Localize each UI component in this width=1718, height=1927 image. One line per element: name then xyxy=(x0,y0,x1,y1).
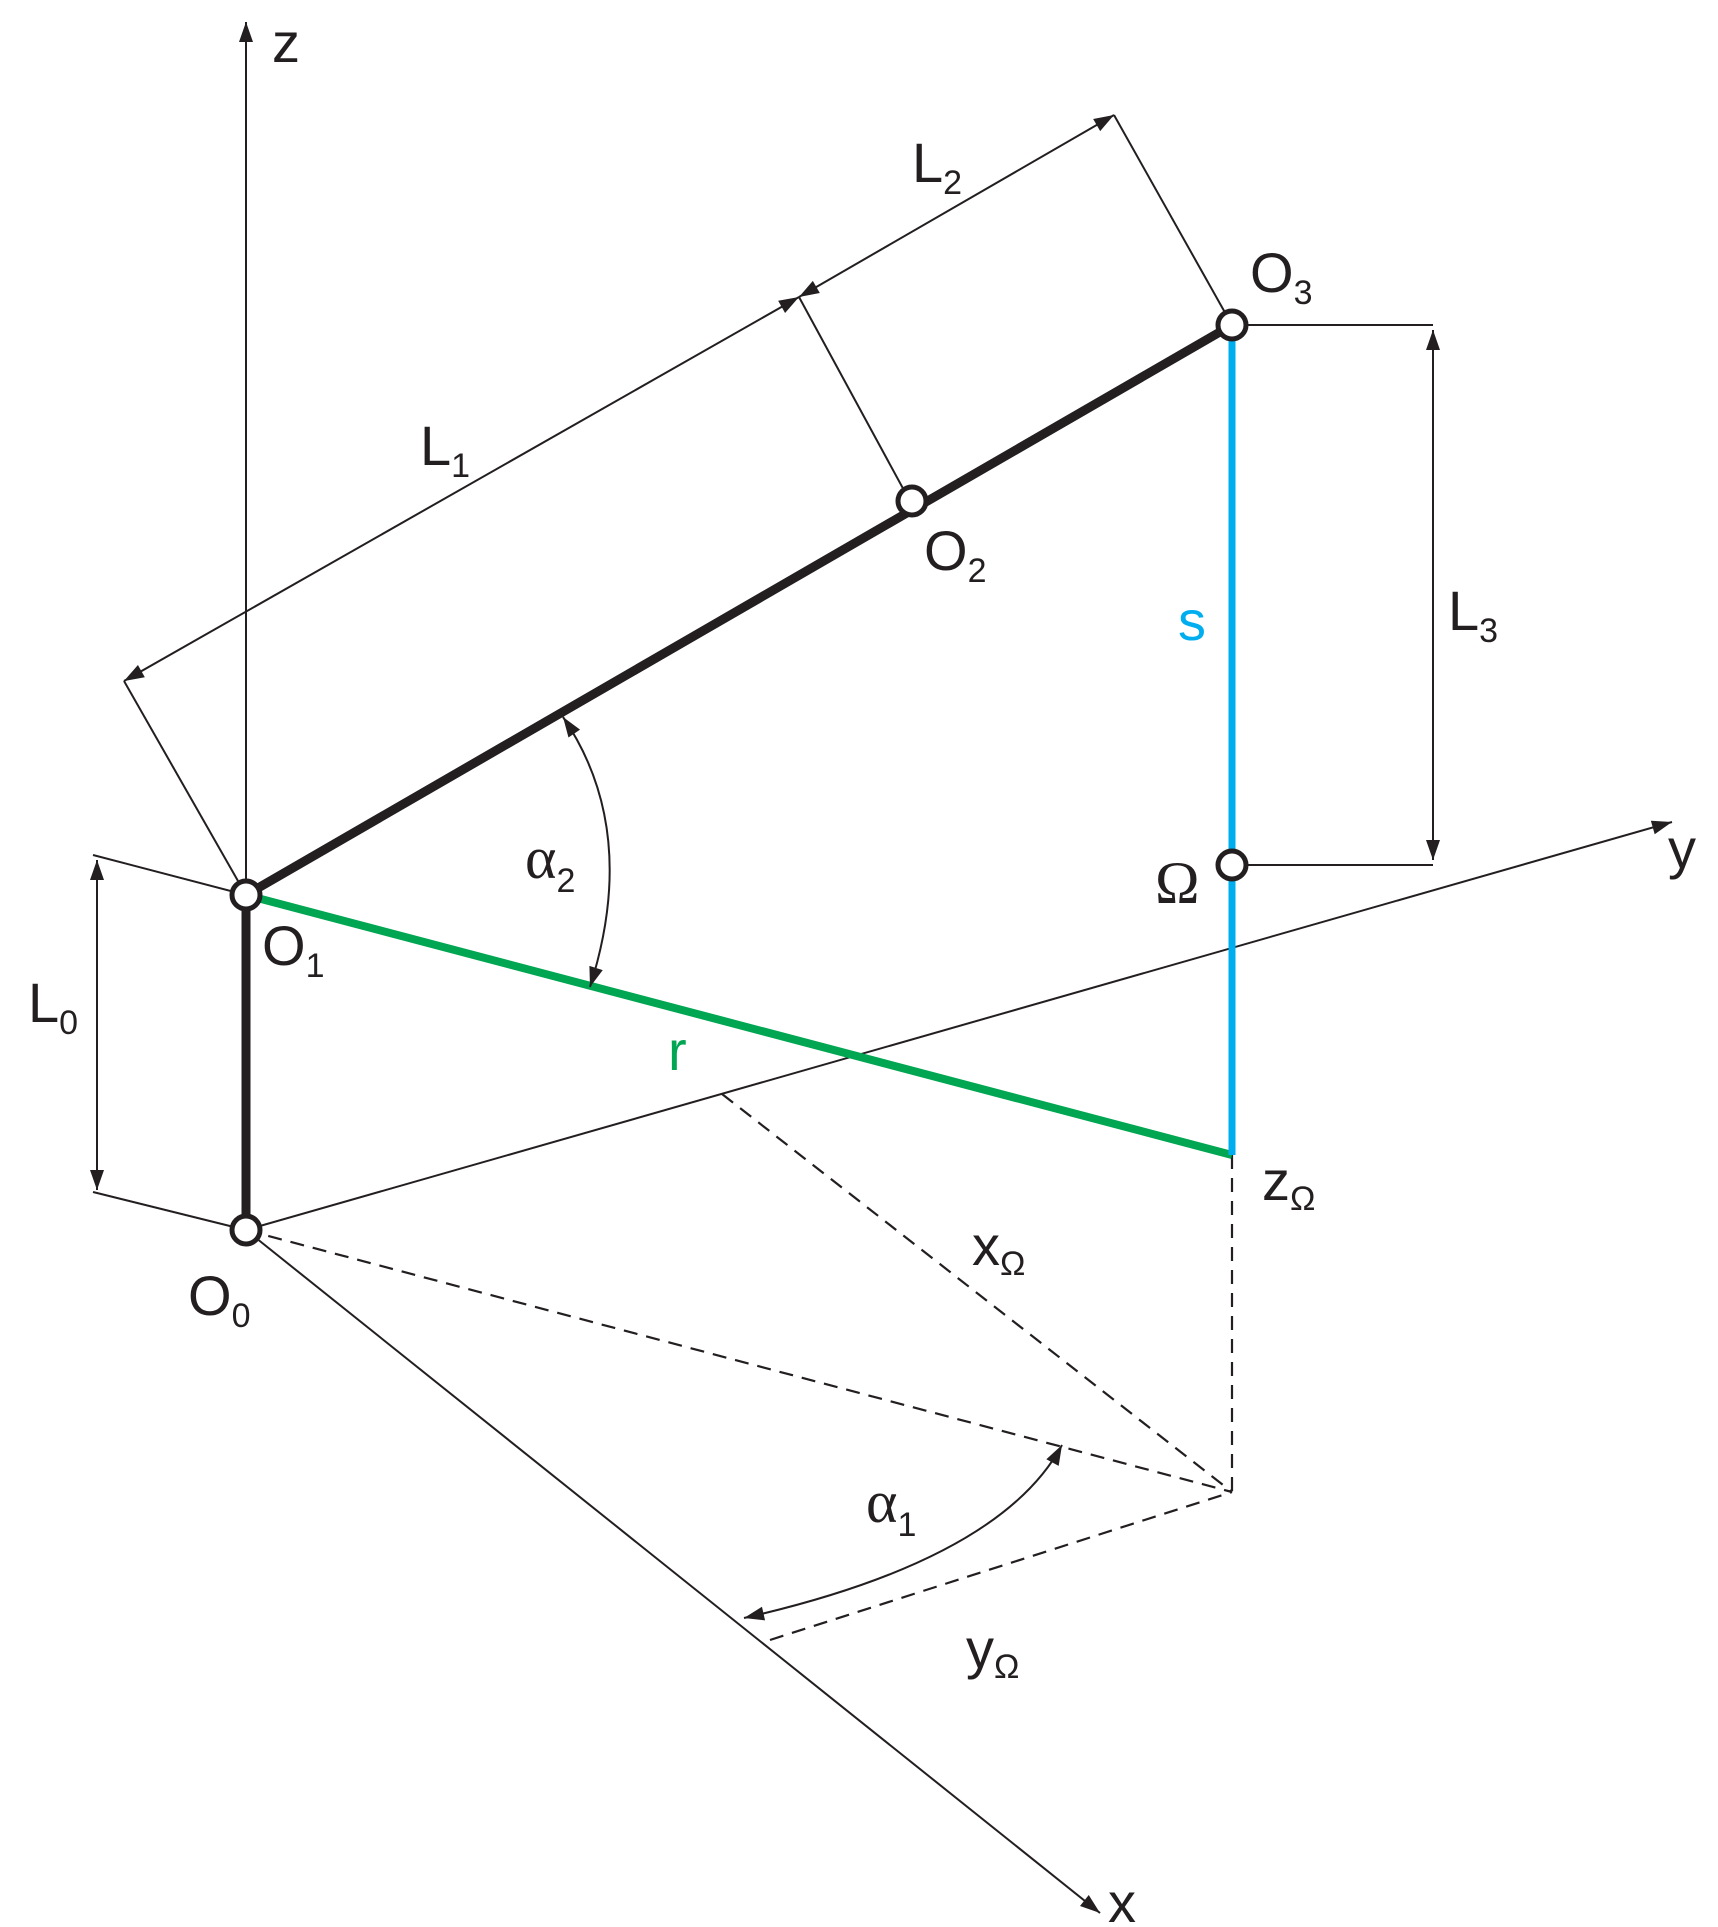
label-r: r xyxy=(668,1019,687,1082)
label-o1: O1 xyxy=(262,914,324,985)
label-alpha1: α1 xyxy=(866,1469,916,1544)
x-axis-label: x xyxy=(1108,1871,1136,1927)
label-alpha2: α2 xyxy=(525,825,575,900)
projection-line-origin xyxy=(245,1228,1233,1494)
label-o0: O0 xyxy=(188,1264,250,1335)
label-l0: L0 xyxy=(28,971,78,1042)
link-arm xyxy=(243,321,1235,899)
l1-extension-left xyxy=(123,680,247,896)
joint-o2 xyxy=(895,484,929,518)
x-axis xyxy=(245,1229,1101,1914)
l2-dimension-line xyxy=(798,114,1115,298)
alpha2-arc xyxy=(562,716,611,988)
z-axis-label: z xyxy=(272,11,300,74)
label-omega: Ω xyxy=(1155,850,1200,916)
joint-o0 xyxy=(229,1213,263,1247)
label-s: s xyxy=(1178,589,1206,652)
label-l1: L1 xyxy=(420,414,470,485)
l2-extension-right xyxy=(1113,114,1233,326)
joint-omega xyxy=(1215,848,1249,882)
label-l3: L3 xyxy=(1448,579,1498,650)
label-x-omega: xΩ xyxy=(972,1214,1025,1283)
y-axis-label: y xyxy=(1668,817,1696,880)
label-z-omega: zΩ xyxy=(1262,1149,1315,1218)
projection-line-x-omega xyxy=(721,1093,1233,1493)
alpha1-arc xyxy=(743,1444,1063,1621)
r-segment xyxy=(244,891,1234,1159)
label-o2: O2 xyxy=(924,519,986,590)
l0-extension-bottom xyxy=(92,1191,247,1231)
label-y-omega: yΩ xyxy=(966,1617,1019,1686)
y-axis xyxy=(245,820,1673,1231)
label-l2: L2 xyxy=(912,131,962,202)
joint-o3 xyxy=(1215,308,1249,342)
l1-dimension-line xyxy=(123,296,800,682)
l0-extension-top xyxy=(92,854,247,896)
l1-extension-right xyxy=(798,296,913,506)
label-o3: O3 xyxy=(1250,241,1312,312)
joint-o1 xyxy=(229,878,263,912)
